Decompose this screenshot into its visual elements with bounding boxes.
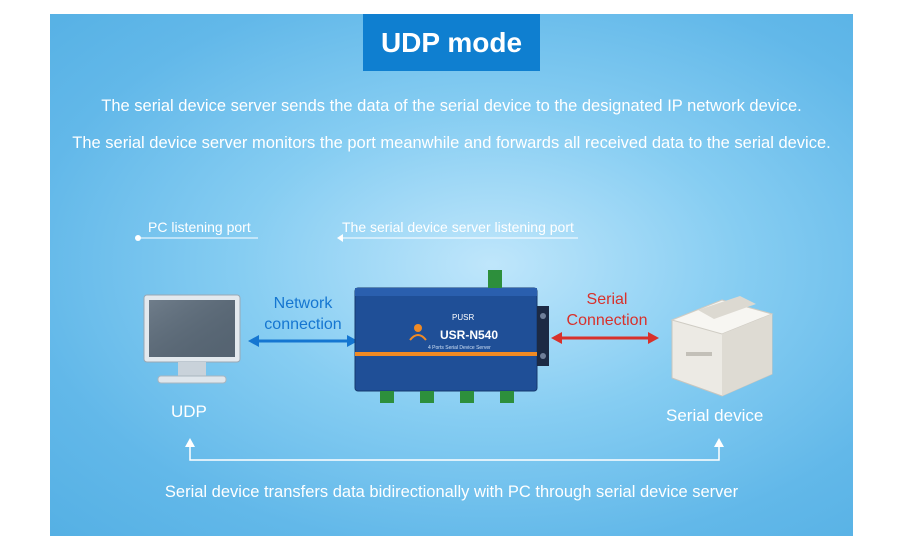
pc-monitor-icon	[143, 294, 241, 384]
title-banner: UDP mode	[363, 14, 540, 71]
serial-connection-label: Serial Connection	[555, 289, 659, 331]
network-label-line-2: connection	[264, 316, 342, 333]
device-subtitle: 4 Ports Serial Device Server	[428, 345, 491, 351]
pc-device-label: UDP	[171, 402, 207, 421]
device-logo-icon	[409, 324, 427, 341]
bidirectional-loop-arrow	[185, 438, 724, 461]
device-model: USR-N540	[440, 328, 498, 342]
device-port-terminals	[380, 391, 514, 403]
serial-device-label: Serial device	[666, 406, 764, 425]
description-line-2: The serial device server monitors the po…	[72, 134, 831, 152]
serial-connection-arrow	[551, 332, 659, 344]
diagram-panel: UDP mode The serial device server sends …	[50, 14, 853, 536]
network-label-line-1: Network	[273, 295, 333, 312]
server-port-indicator	[337, 234, 578, 242]
network-connection-label: Network connection	[253, 293, 353, 335]
diagram-graphics: PUSR USR-N540 4 Ports Serial Device Serv…	[135, 234, 774, 461]
footer-text: Serial device transfers data bidirection…	[164, 483, 739, 501]
serial-label-line-2: Connection	[566, 312, 648, 329]
page-title: UDP mode	[380, 26, 523, 58]
description-line-1: The serial device server sends the data …	[101, 97, 802, 115]
printer-icon	[670, 296, 774, 397]
server-port-label: The serial device server listening port	[342, 219, 574, 235]
network-connection-arrow	[248, 335, 358, 347]
serial-label-line-1: Serial	[586, 291, 628, 308]
pc-port-label: PC listening port	[148, 219, 251, 235]
serial-device-server: PUSR USR-N540 4 Ports Serial Device Serv…	[354, 270, 549, 403]
device-brand: PUSR	[452, 313, 474, 322]
pc-port-indicator	[135, 235, 258, 241]
